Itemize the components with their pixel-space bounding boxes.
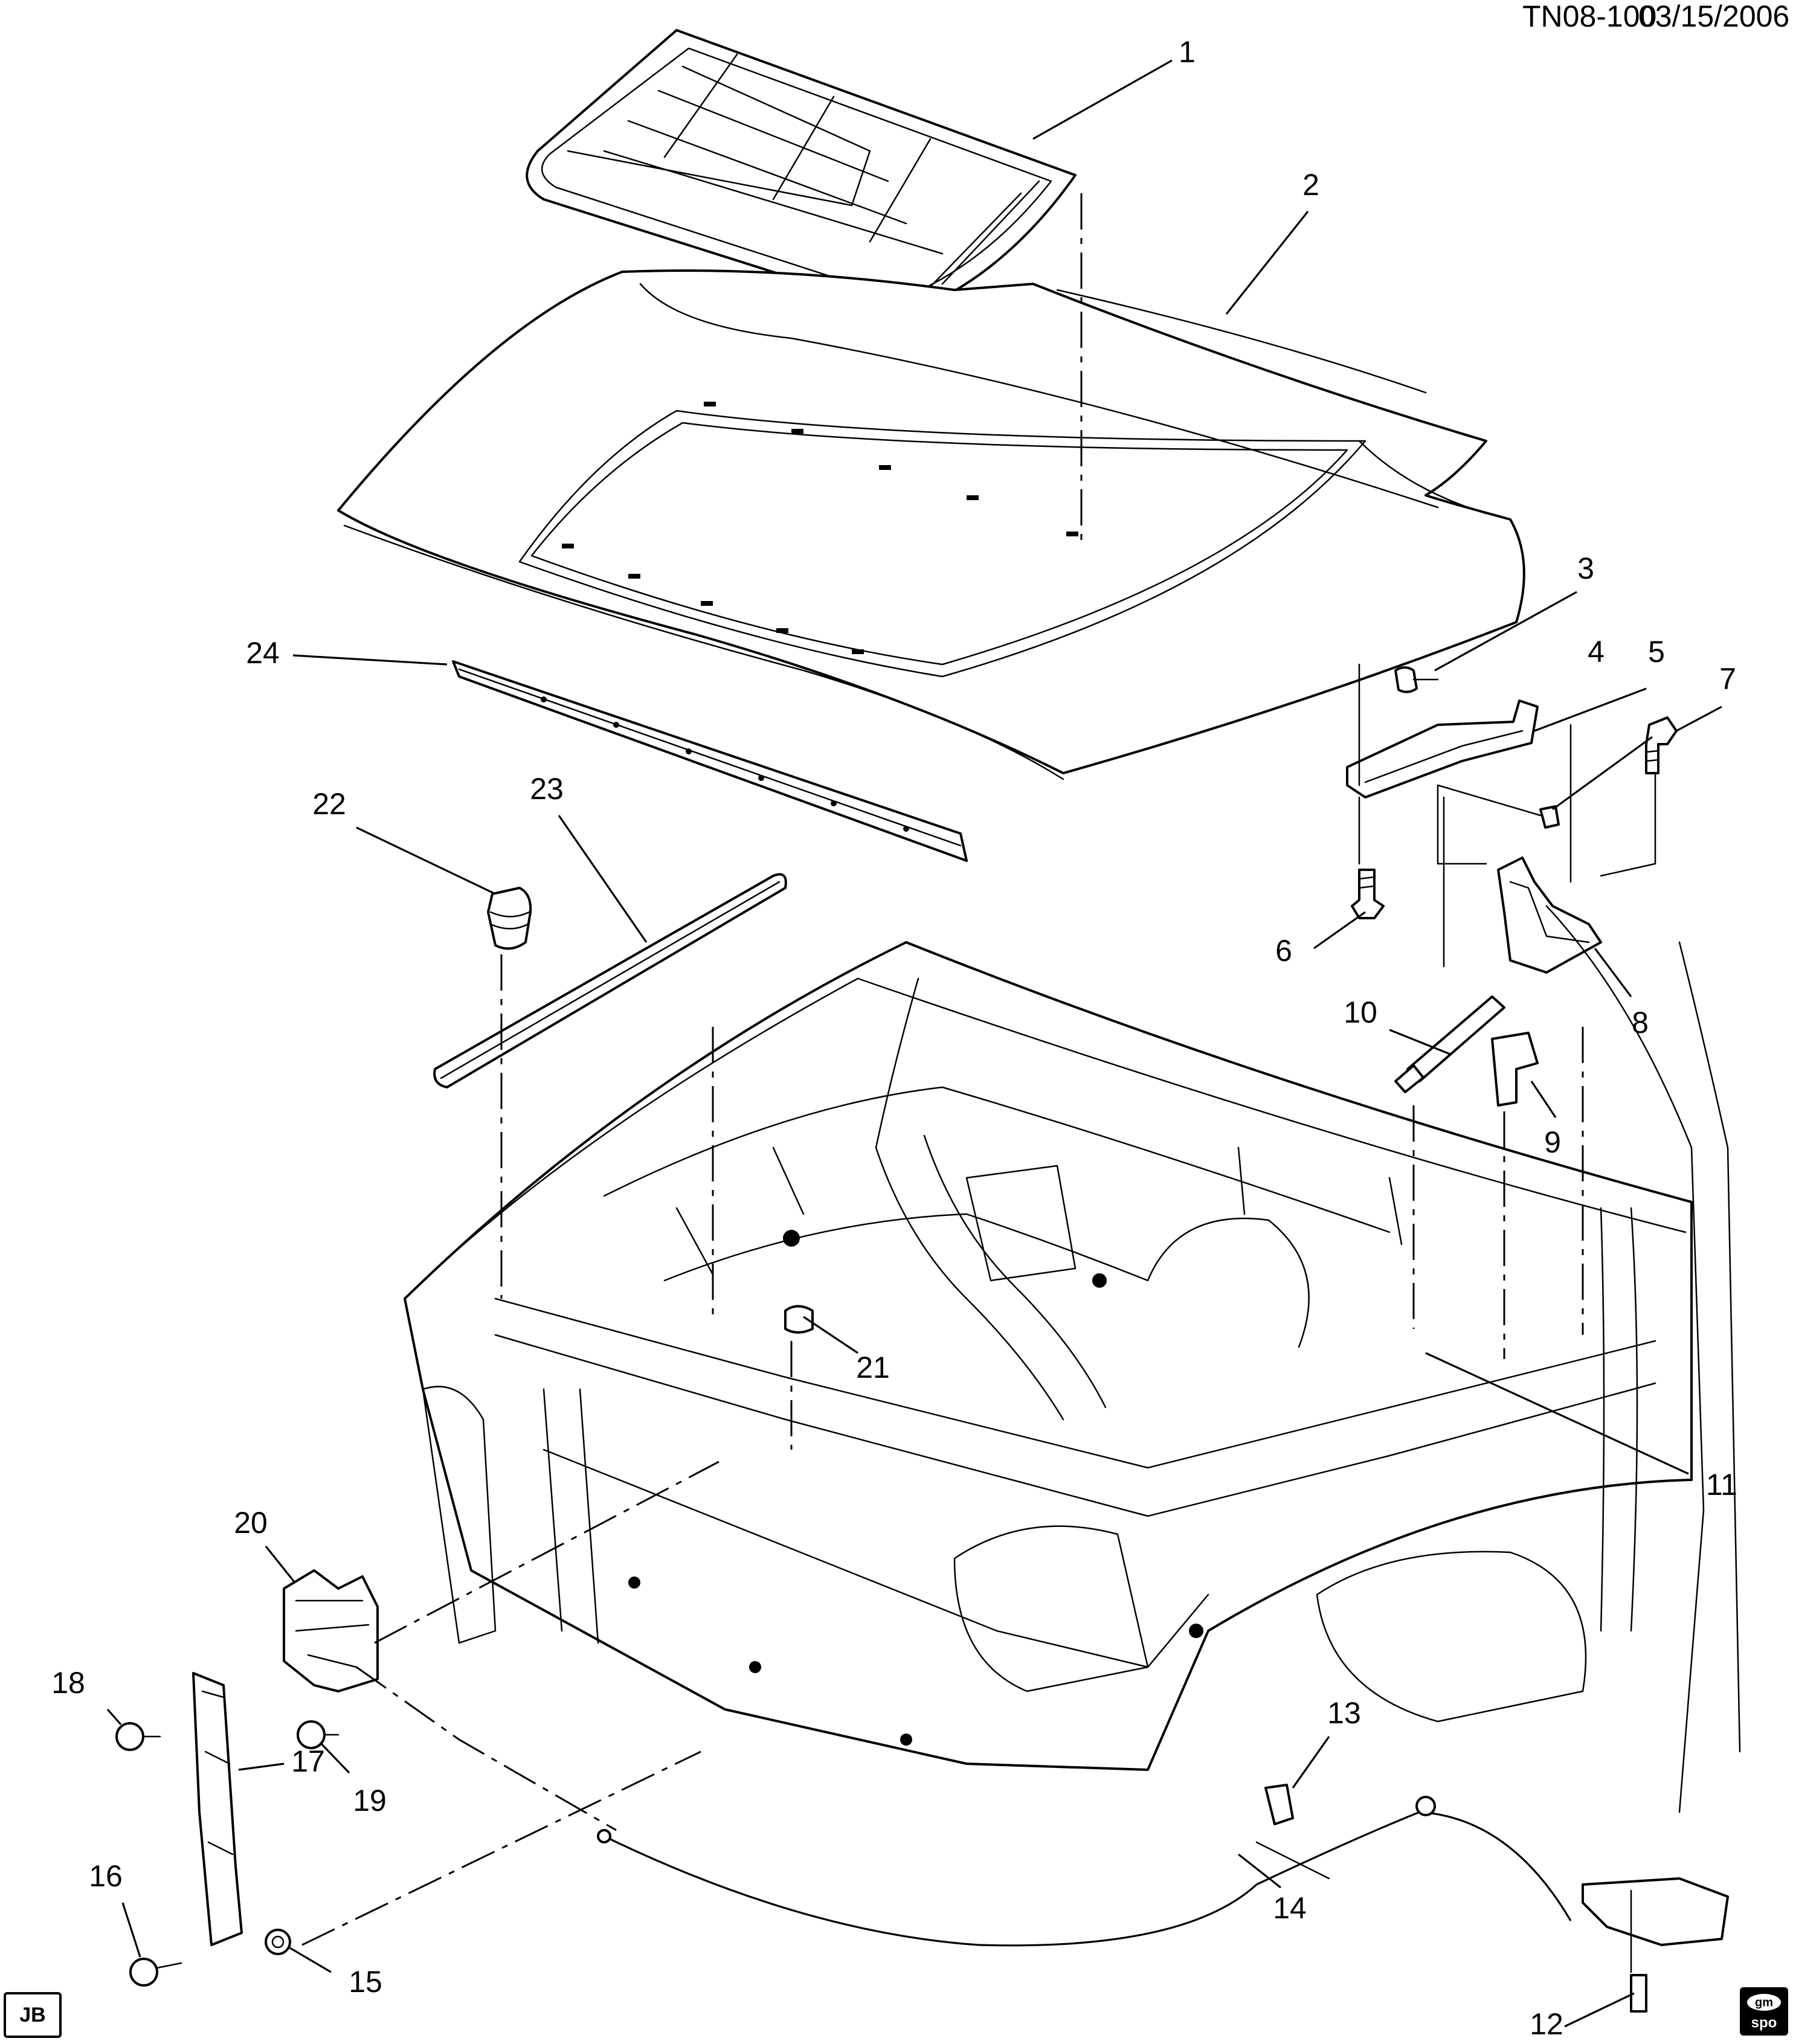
callout-10: 10 bbox=[1344, 995, 1377, 1029]
callout-22: 22 bbox=[312, 787, 346, 821]
hood-hinge-lower-8 bbox=[1497, 856, 1602, 974]
hinge-pin-5 bbox=[1539, 805, 1560, 829]
gm-spo-logo: gm spo bbox=[1740, 1987, 1788, 2036]
callout-6: 6 bbox=[1275, 934, 1292, 968]
callout-13: 13 bbox=[1327, 1696, 1361, 1730]
latch-support bbox=[192, 1672, 243, 1946]
callout-24: 24 bbox=[246, 636, 280, 670]
assembly-lines bbox=[301, 193, 1656, 1973]
grommet-15 bbox=[265, 1929, 291, 1955]
callout-19: 19 bbox=[353, 1784, 387, 1817]
hinge-bolt-7 bbox=[1645, 716, 1678, 774]
logo-bottom-text: spo bbox=[1751, 2014, 1777, 2031]
callout-8: 8 bbox=[1632, 1006, 1649, 1040]
hood-bumper-upper bbox=[487, 887, 532, 950]
bolt-16 bbox=[129, 1958, 182, 1987]
callout-18: 18 bbox=[51, 1666, 85, 1700]
callout-9: 9 bbox=[1544, 1125, 1561, 1159]
bolt-18 bbox=[115, 1722, 161, 1751]
hinge-bolt-6 bbox=[1351, 869, 1385, 919]
callout-12: 12 bbox=[1530, 2007, 1563, 2041]
hood-insulator-pad bbox=[526, 29, 1077, 315]
hood-hinge-bolt-3 bbox=[1394, 666, 1439, 693]
front-end-structure bbox=[404, 905, 1741, 1813]
callout-14: 14 bbox=[1273, 1891, 1307, 1925]
callout-15: 15 bbox=[349, 1965, 382, 1999]
hood-front-seal bbox=[433, 873, 787, 1088]
strut-bracket-9 bbox=[1491, 1032, 1539, 1107]
hood-rear-seal bbox=[452, 660, 968, 862]
cable-clip bbox=[1264, 1784, 1294, 1825]
callout-11: 11 bbox=[1706, 1468, 1737, 1502]
callout-4: 4 bbox=[1588, 635, 1605, 669]
hood-panel bbox=[337, 269, 1525, 780]
hood-release-cable bbox=[597, 1796, 1572, 1947]
callout-2: 2 bbox=[1302, 168, 1319, 202]
callout-numbers: 1 2 3 4 5 5 6 7 8 9 10 11 12 13 14 15 16… bbox=[51, 35, 1737, 2041]
cable-handle-bracket bbox=[1582, 1877, 1729, 1946]
callout-23: 23 bbox=[530, 772, 564, 806]
hood-hinge-upper-4 bbox=[1346, 699, 1539, 799]
logo-top-text: gm bbox=[1755, 1996, 1773, 2009]
gas-strut-10 bbox=[1394, 995, 1505, 1093]
callout-1: 1 bbox=[1179, 35, 1196, 69]
hood-bumper-lower bbox=[784, 1305, 814, 1334]
callout-17: 17 bbox=[291, 1744, 325, 1778]
callout-7: 7 bbox=[1719, 662, 1736, 696]
leader-lines bbox=[106, 59, 1722, 2028]
callout-5: 5 bbox=[1648, 635, 1665, 669]
callout-21: 21 bbox=[856, 1351, 890, 1384]
callout-3: 3 bbox=[1577, 551, 1594, 585]
bolt-19 bbox=[297, 1720, 340, 1749]
corner-tag-text: JB bbox=[19, 2004, 45, 2026]
callout-16: 16 bbox=[89, 1859, 123, 1893]
corner-tag: JB bbox=[4, 1992, 62, 2038]
callout-20: 20 bbox=[234, 1506, 268, 1540]
hood-latch bbox=[283, 1569, 379, 1692]
document-id: TN08-100 bbox=[1522, 0, 1656, 33]
bolt-12 bbox=[1630, 1974, 1647, 2013]
document-date: 03/15/2006 bbox=[1638, 0, 1789, 33]
